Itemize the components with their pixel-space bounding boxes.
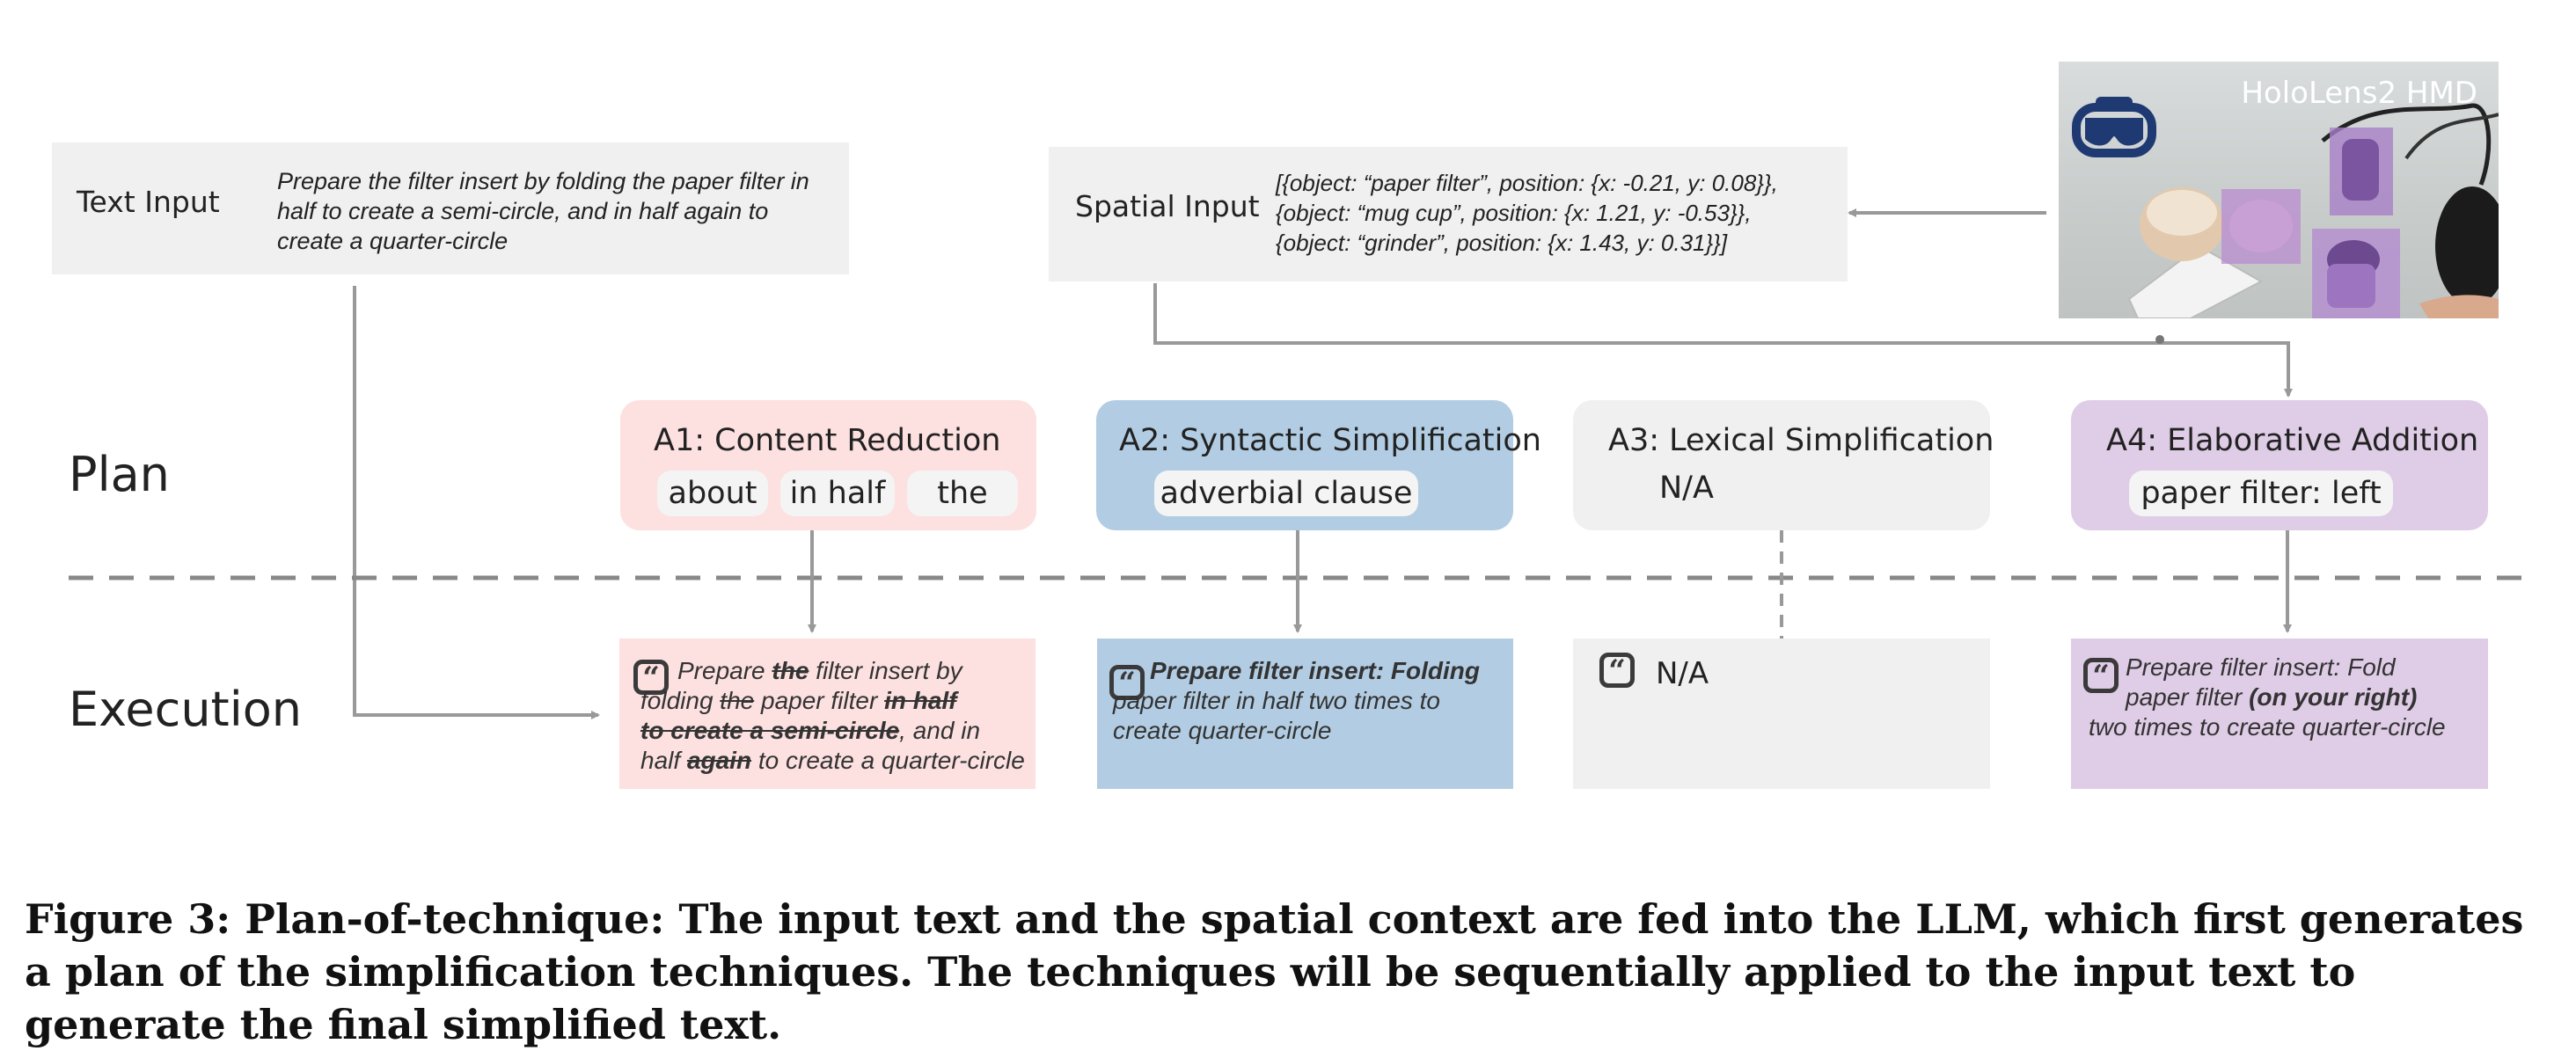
plan-a2-title: A2: Syntactic Simplification: [1119, 423, 1541, 458]
plan-a1-title: A1: Content Reduction: [654, 423, 1001, 458]
row-label-execution: Execution: [69, 682, 302, 737]
plan-a3-box: A3: Lexical Simplification N/A: [1573, 400, 1994, 530]
exec-segment: folding: [640, 687, 721, 714]
photo-label: HoloLens2 HMD: [2241, 76, 2477, 111]
exec-a3-box: “ N/A: [1573, 639, 1990, 789]
exec-segment: Prepare: [677, 657, 772, 684]
exec-segment: again: [686, 747, 752, 774]
text-input-arrow: [353, 286, 600, 719]
spatial-input-line-3: {object: “grinder”, position: {x: 1.43, …: [1276, 230, 1728, 256]
connector-lines: [69, 208, 2529, 719]
exec-segment: the: [720, 687, 755, 714]
exec-segment: filter insert by: [809, 657, 962, 684]
exec-segment: paper filter: [754, 687, 885, 714]
plan-a4-title: A4: Elaborative Addition: [2106, 423, 2479, 458]
exec-segment: half: [640, 747, 687, 774]
exec-a2-text: Prepare filter insert: Folding paper filt…: [1113, 656, 1500, 746]
plan-a1-box: A1: Content Reduction about in half the: [620, 400, 1036, 530]
exec-line: folding the paper filter in half: [640, 686, 1028, 716]
quote-icon: “: [633, 660, 669, 696]
exec-line: Prepare filter insert: Folding: [1113, 656, 1500, 686]
text-input-box: Text Input Prepare the filter insert by …: [52, 142, 849, 274]
quote-icon: “: [1109, 665, 1145, 701]
quote-icon: “: [2083, 658, 2119, 694]
exec-line: Prepare the filter insert by: [640, 656, 1028, 686]
exec-segment: paper filter: [2126, 683, 2250, 711]
plan-a2-item: adverbial clause: [1154, 471, 1418, 516]
quote-icon: “: [1599, 653, 1635, 689]
exec-segment: the: [772, 657, 809, 684]
figure-caption: Figure 3: Plan-of-technique: The input t…: [25, 895, 2524, 1048]
exec-segment: to create a quarter-circle: [751, 747, 1025, 774]
plan-a3-title: A3: Lexical Simplification: [1608, 423, 1994, 458]
spatial-input-label: Spatial Input: [1075, 189, 1260, 223]
row-label-plan: Plan: [69, 447, 170, 502]
plan-a3-value: N/A: [1659, 471, 1714, 506]
plan-a1-item: the: [907, 471, 1018, 516]
exec-line: paper filter (on your right): [2089, 682, 2485, 712]
spatial-input-box: Spatial Input [{object: “paper filter”, …: [1049, 147, 1848, 281]
exec-line: to create a semi-circle, and in: [640, 716, 1028, 746]
vr-headset-icon: [2072, 97, 2156, 157]
spatial-input-line-1: [{object: “paper filter”, position: {x: …: [1276, 170, 1778, 196]
exec-segment: (on your right): [2249, 683, 2418, 711]
exec-line: two times to create quarter-circle: [2089, 712, 2485, 742]
plan-a4-box: A4: Elaborative Addition paper filter: l…: [2071, 400, 2488, 530]
plan-a2-box: A2: Syntactic Simplification adverbial c…: [1096, 400, 1541, 530]
scene-illustration: [2072, 97, 2499, 318]
exec-segment: Prepare filter insert: Folding: [1150, 657, 1480, 684]
hololens-photo: HoloLens2 HMD: [2059, 62, 2499, 318]
plan-a4-item: paper filter: left: [2129, 471, 2393, 516]
plan-a1-item: about: [657, 471, 768, 516]
spatial-input-line-2: {object: “mug cup”, position: {x: 1.21, …: [1276, 200, 1752, 226]
exec-segment: to create a semi-circle: [640, 717, 900, 744]
text-input-label: Text Input: [77, 185, 220, 219]
exec-line: Prepare filter insert: Fold: [2089, 653, 2485, 682]
exec-line: paper filter in half two times to: [1113, 686, 1500, 716]
exec-segment: create quarter-circle: [1113, 717, 1332, 744]
text-input-content: Prepare the filter insert by folding the…: [277, 168, 809, 254]
exec-segment: paper filter in half two times to: [1113, 687, 1440, 714]
exec-segment: in half: [884, 687, 957, 714]
exec-segment: , and in: [899, 717, 981, 744]
exec-a3-text: N/A: [1656, 656, 1709, 691]
plan-a1-item: in half: [780, 471, 895, 516]
exec-segment: two times to create quarter-circle: [2089, 713, 2446, 741]
exec-line: half again to create a quarter-circle: [640, 746, 1028, 776]
exec-a2-box: “ Prepare filter insert: Folding paper fi…: [1097, 639, 1513, 789]
spatial-to-a4-arrow: [1153, 283, 2293, 398]
exec-segment: Prepare filter insert: Fold: [2126, 653, 2396, 681]
exec-line: create quarter-circle: [1113, 716, 1500, 746]
